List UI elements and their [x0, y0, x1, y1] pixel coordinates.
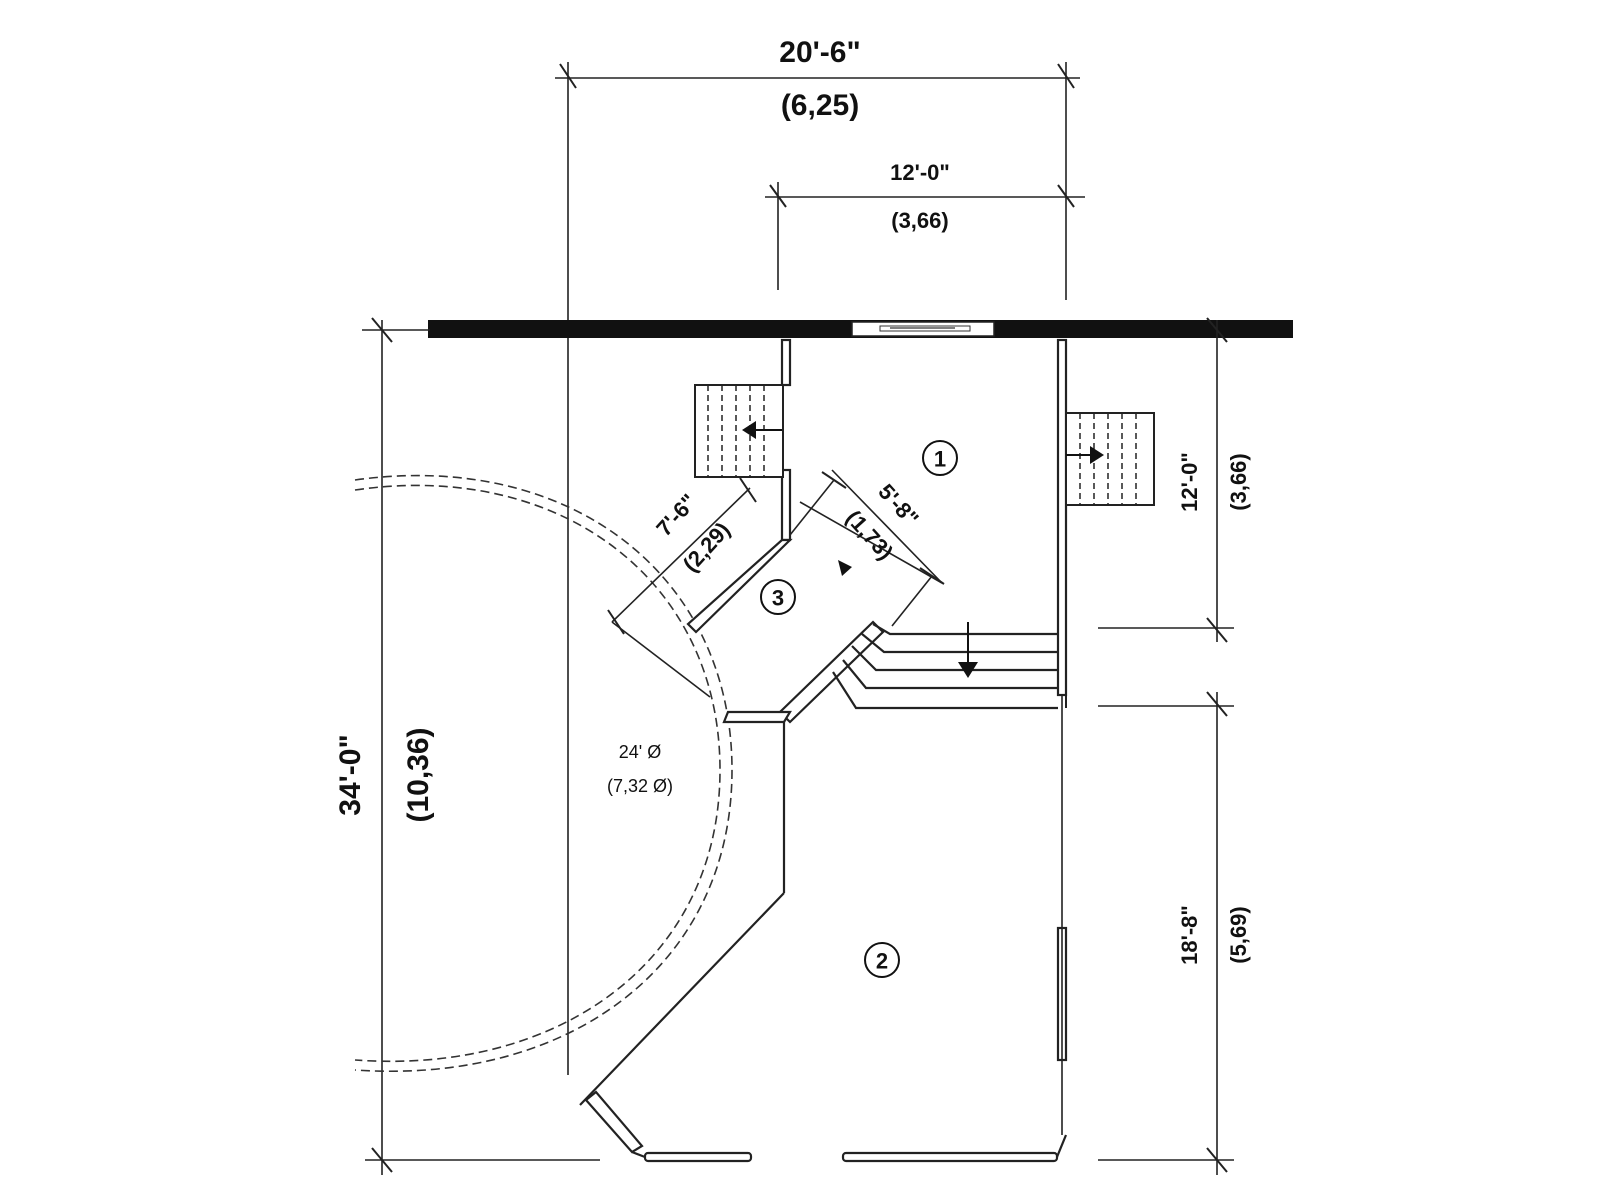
house-wall: [428, 320, 1293, 338]
overall-width-dimension: 20'-6" (6,25): [555, 36, 1080, 1075]
overall-depth-imperial: 34'-0": [334, 734, 367, 815]
area-label-1: 1: [922, 440, 958, 476]
center-stair: [832, 622, 1067, 710]
right-stair: [1065, 412, 1155, 506]
area-label-2: 2: [864, 942, 900, 978]
svg-text:1: 1: [934, 447, 946, 472]
deck-1: [780, 338, 1068, 1135]
deck1-width-imperial: 12'-0": [890, 160, 950, 185]
overall-width-metric: (6,25): [781, 89, 859, 122]
deck2-depth-metric: (5,69): [1226, 906, 1251, 963]
deck-2: [579, 722, 1068, 1163]
deck-3: [686, 538, 885, 724]
deck2-depth-imperial: 18'-8": [1177, 905, 1202, 965]
svg-text:2: 2: [876, 949, 888, 974]
pool-diameter-imperial: 24' Ø: [619, 742, 661, 762]
overall-depth-dimension: 34'-0" (10,36): [334, 317, 600, 1175]
deck1-depth-metric: (3,66): [1226, 453, 1251, 510]
area-label-3: 3: [760, 579, 796, 615]
deck1-depth-imperial: 12'-0": [1177, 452, 1202, 512]
overall-width-imperial: 20'-6": [779, 36, 860, 69]
overall-depth-metric: (10,36): [402, 727, 435, 822]
pool-diameter-metric: (7,32 Ø): [607, 776, 673, 796]
svg-text:3: 3: [772, 586, 784, 611]
right-depth-dimensions: 12'-0" (3,66) 18'-8" (5,69): [1098, 317, 1251, 1175]
left-stair: [694, 384, 784, 478]
deck3-side-a-imperial: 7'-6": [651, 489, 701, 541]
deck1-width-dimension: 12'-0" (3,66): [765, 160, 1085, 290]
deck3-side-b-metric: (1,73): [841, 505, 898, 564]
pool-outline: [354, 474, 733, 1072]
deck3-side-b-imperial: 5'-8": [873, 479, 923, 531]
deck3-side-a-metric: (2,29): [678, 517, 735, 576]
deck1-width-metric: (3,66): [891, 208, 948, 233]
